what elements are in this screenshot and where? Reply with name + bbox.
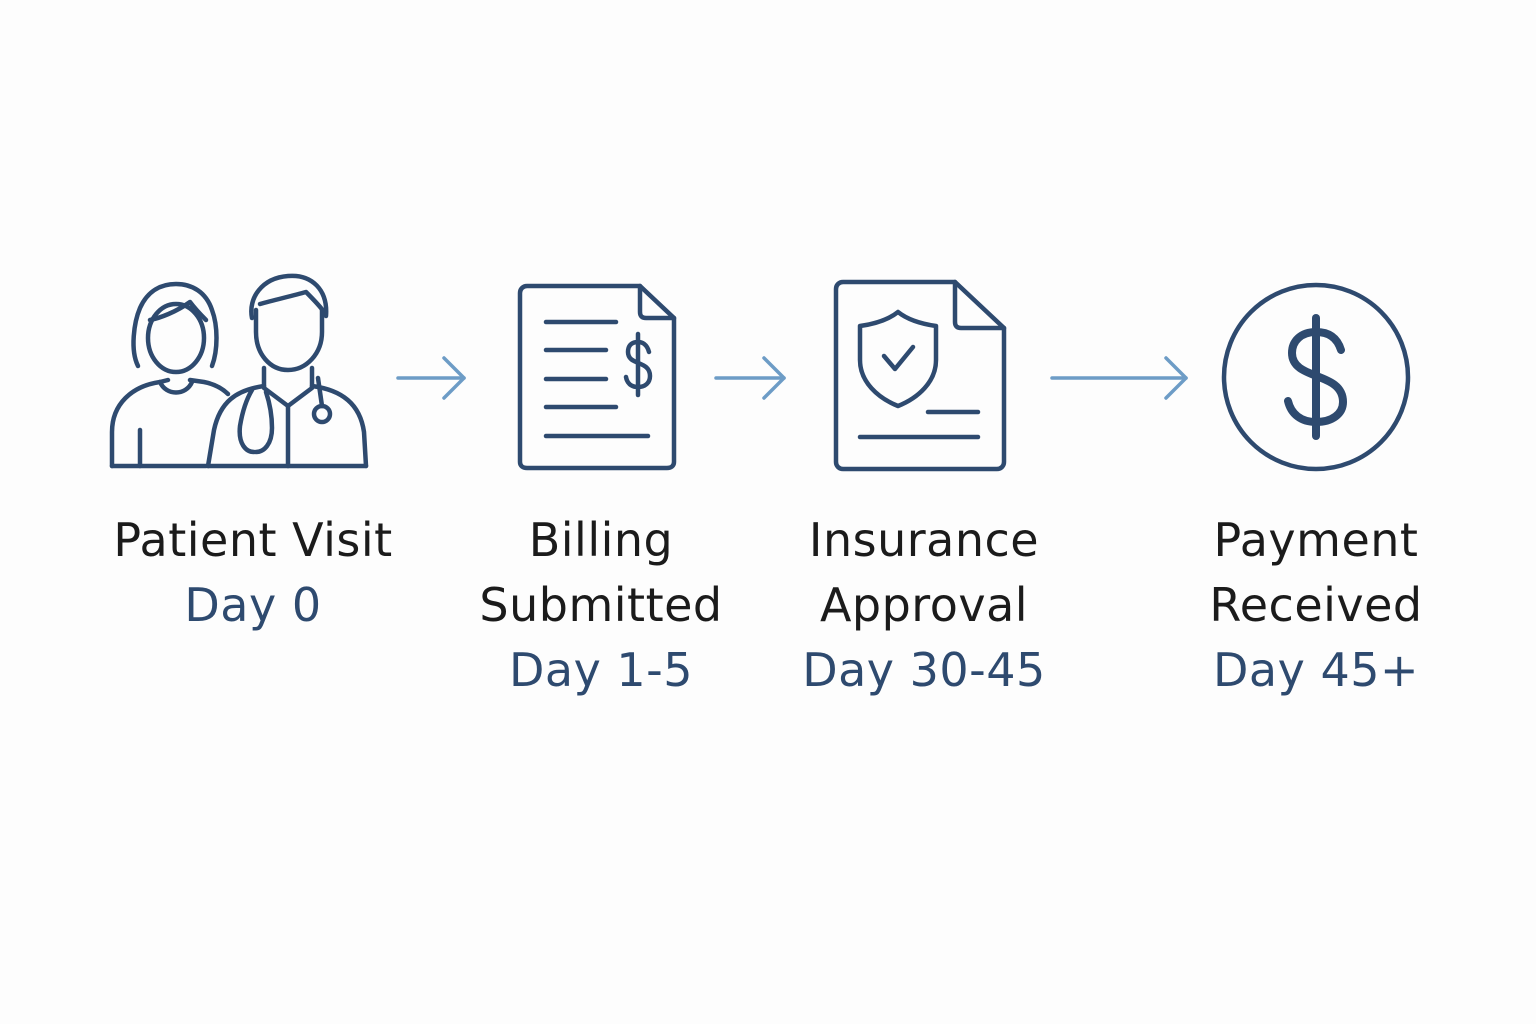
step-day: Day 0 [184,578,322,632]
step-payment-received-label: Payment Received Day 45+ [1136,508,1496,703]
patient-and-doctor-icon [105,270,375,475]
arrow-2-icon [714,356,790,404]
step-day: Day 45+ [1212,643,1420,697]
step-patient-visit-label: Patient Visit Day 0 [73,508,433,638]
step-insurance-approval-label: Insurance Approval Day 30-45 [744,508,1104,703]
step-title-line: Billing [528,513,674,567]
step-title-line: Submitted [479,578,723,632]
arrow-1-icon [396,356,472,404]
step-title-line: Received [1209,578,1423,632]
step-title-line: Payment [1213,513,1419,567]
insurance-shield-document-icon [830,276,1010,476]
step-title-line: Approval [819,578,1029,632]
step-day: Day 1-5 [508,643,694,697]
dollar-coin-icon [1218,280,1414,476]
step-day: Day 30-45 [802,643,1046,697]
billing-document-icon [515,282,679,474]
step-billing-submitted-label: Billing Submitted Day 1-5 [421,508,781,703]
step-title-line: Insurance [808,513,1040,567]
step-title-line: Patient Visit [113,513,393,567]
arrow-3-icon [1050,356,1192,404]
